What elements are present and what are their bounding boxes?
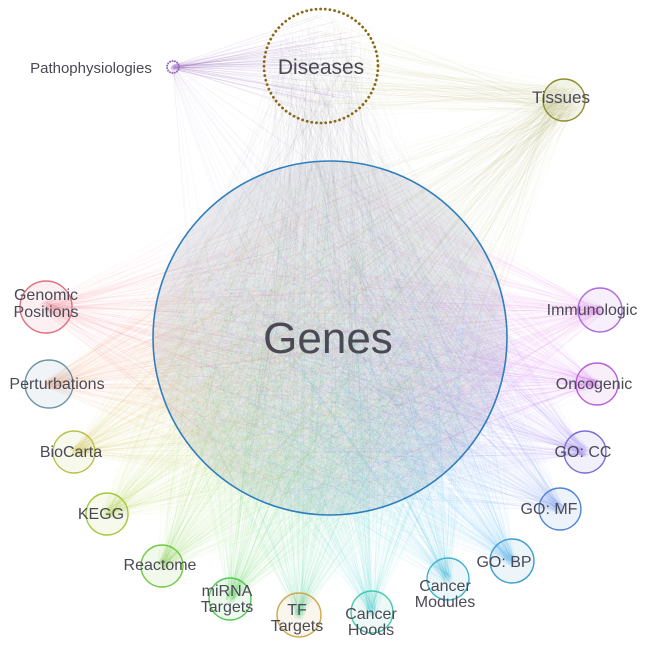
genes-label: Genes (263, 314, 393, 363)
immunologic-label: Immunologic (547, 302, 638, 319)
pathophysiologies-node[interactable] (167, 61, 179, 73)
go-mf-label: GO: MF (521, 501, 578, 518)
cancer-modules-label: Modules (415, 594, 475, 611)
cancer-hoods-label: Hoods (348, 622, 394, 639)
tf-targets-label: Targets (271, 618, 323, 635)
tf-targets-label: TF (287, 602, 307, 619)
genomic-positions-label: Genomic (14, 287, 78, 304)
reactome-label: Reactome (124, 557, 197, 574)
tissues-label: Tissues (532, 88, 590, 107)
genomic-positions-label: Positions (14, 304, 79, 321)
cancer-hoods-label: Cancer (345, 606, 397, 623)
go-bp-label: GO: BP (476, 554, 531, 571)
oncogenic-label: Oncogenic (556, 376, 633, 393)
perturbations-label: Perturbations (9, 376, 104, 393)
biocarta-label: BioCarta (40, 444, 102, 461)
cancer-modules-label: Cancer (419, 578, 471, 595)
diseases-label: Diseases (278, 56, 364, 79)
go-cc-label: GO: CC (555, 444, 612, 461)
mirna-targets-label: miRNA (202, 583, 253, 600)
kegg-label: KEGG (78, 506, 124, 523)
pathophysiologies-label: Pathophysiologies (30, 60, 152, 77)
mirna-targets-label: Targets (201, 599, 253, 616)
